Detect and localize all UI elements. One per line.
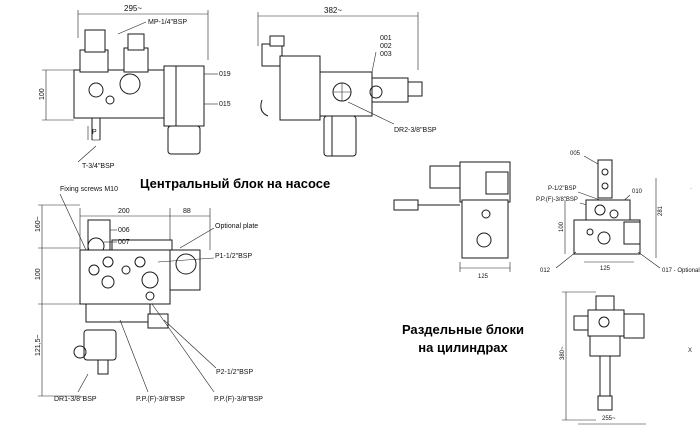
dim-100-top: 100 <box>39 88 46 100</box>
dim-255: 255~ <box>602 416 616 422</box>
caption-central-block: Центральный блок на насосе <box>140 176 331 191</box>
label-019: 019 <box>219 71 231 78</box>
top-left-view: 295~ 100 MP-1/4"BSP 019 015 P T-3/4" <box>39 4 231 170</box>
label-p-half: P-1/2"BSP <box>548 186 576 192</box>
right-middle-view: 125 <box>393 161 511 280</box>
caption-separate-blocks-line2: на цилиндрах <box>418 340 508 355</box>
label-p1: P1-1/2"BSP <box>215 253 252 260</box>
dim-100: 100 <box>35 268 42 280</box>
label-ppf-right: P.P.(F)-3/8"BSP <box>536 197 578 203</box>
top-right-view: 382~ 001 002 003 DR2-3/8"BSP <box>257 6 437 157</box>
dim-160: 160~ <box>35 216 42 232</box>
label-006: 006 <box>118 227 130 234</box>
label-007: 007 <box>118 239 130 246</box>
dim-281: 281 <box>658 205 664 216</box>
label-p2: P2-1/2"BSP <box>216 369 253 376</box>
dim-88: 88 <box>183 208 191 215</box>
dim-100-right: 100 <box>559 221 565 232</box>
right-bottom-view: 380~ 255~ X <box>560 291 692 425</box>
label-015: 015 <box>219 101 231 108</box>
label-010: 010 <box>632 189 643 195</box>
label-x: X <box>688 348 692 354</box>
dim-382: 382~ <box>324 6 342 15</box>
dim-295: 295~ <box>124 4 142 13</box>
label-dr2: DR2-3/8"BSP <box>394 127 437 134</box>
label-t: T-3/4"BSP <box>82 163 115 170</box>
dim-125-b: 125 <box>600 266 611 272</box>
svg-text:·: · <box>690 186 692 192</box>
label-p: P <box>92 129 97 136</box>
bottom-left-view: Fixing screws M10 200 88 160~ 100 121,5~… <box>35 186 263 403</box>
label-optional-plate: Optional plate <box>215 223 258 230</box>
caption-separate-blocks-line1: Раздельные блоки <box>401 322 525 337</box>
label-005: 005 <box>570 151 581 157</box>
dim-1215: 121,5~ <box>35 334 42 356</box>
dim-125-a: 125 <box>478 274 489 280</box>
dim-380: 380~ <box>560 346 566 360</box>
dim-200: 200 <box>118 208 130 215</box>
label-fixing-screws: Fixing screws M10 <box>60 186 118 193</box>
label-mp: MP-1/4"BSP <box>148 19 187 26</box>
label-003: 003 <box>380 51 392 58</box>
label-017: 017 - Optional <box>662 268 700 274</box>
label-012: 012 <box>540 268 551 274</box>
label-dr1: DR1-3/8"BSP <box>54 396 97 403</box>
right-side-view: 005 P-1/2"BSP P.P.(F)-3/8"BSP 010 100 28… <box>536 151 700 274</box>
label-001: 001 <box>380 35 392 42</box>
label-002: 002 <box>380 43 392 50</box>
label-ppf-1: P.P.(F)-3/8"BSP <box>136 396 185 403</box>
label-ppf-2: P.P.(F)-3/8"BSP <box>214 396 263 403</box>
